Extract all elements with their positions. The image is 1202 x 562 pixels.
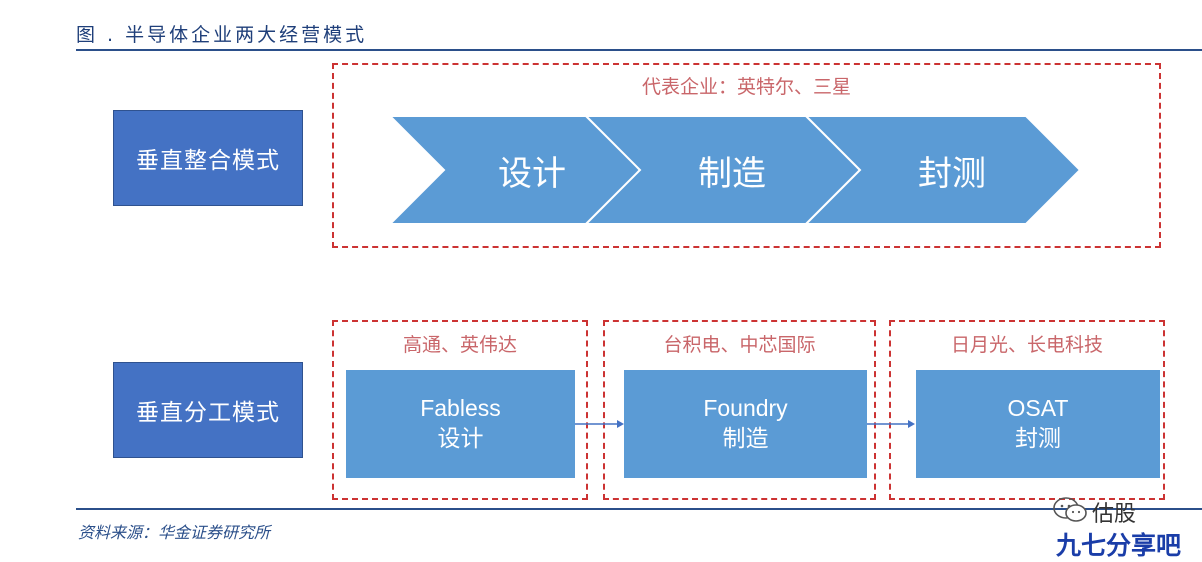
integration-dashed-frame <box>332 63 1161 248</box>
fabless-box: Fabless 设计 <box>346 370 575 478</box>
mode-label: 垂直整合模式 <box>136 148 280 174</box>
foundry-box: Foundry 制造 <box>624 370 867 478</box>
source-note: 资料来源：华金证券研究所 <box>78 523 271 542</box>
chevron-label-manufacture: 制造 <box>698 154 766 194</box>
watermark-account: 估股 <box>1092 502 1137 527</box>
osat-companies: 日月光、长电科技 <box>950 334 1103 356</box>
mode-label: 垂直分工模式 <box>136 400 280 426</box>
stage-name-en: Foundry <box>703 394 788 421</box>
process-chevron-chain <box>388 115 1082 225</box>
foundry-dashed-frame <box>603 320 876 500</box>
mode-box-vertical-division: 垂直分工模式 <box>113 362 303 458</box>
integration-representatives: 代表企业：英特尔、三星 <box>641 76 851 98</box>
figure-title: 图 . 半导体企业两大经营模式 <box>76 24 368 46</box>
stage-name-cn: 制造 <box>722 426 769 452</box>
chevron-label-packaging: 封测 <box>918 154 986 194</box>
foundry-companies: 台积电、中芯国际 <box>663 334 816 356</box>
chevron-packaging <box>803 115 1082 225</box>
fabless-companies: 高通、英伟达 <box>402 334 517 356</box>
stage-name-cn: 封测 <box>1015 426 1061 452</box>
chevron-label-design: 设计 <box>498 154 566 194</box>
mode-box-vertical-integration: 垂直整合模式 <box>113 110 303 206</box>
osat-dashed-frame <box>889 320 1165 500</box>
stage-name-cn: 设计 <box>437 426 484 452</box>
arrow-foundry-to-osat <box>867 420 915 428</box>
osat-box: OSAT 封测 <box>916 370 1160 478</box>
stage-name-en: Fabless <box>420 394 501 421</box>
arrow-fabless-to-foundry <box>575 420 624 428</box>
stage-name-en: OSAT <box>1007 394 1069 421</box>
wechat-icon <box>1053 497 1087 522</box>
watermark-site-logo: 九七分享吧 <box>1056 531 1182 560</box>
top-divider <box>76 49 1202 51</box>
bottom-divider <box>76 508 1202 510</box>
fabless-dashed-frame <box>332 320 588 500</box>
